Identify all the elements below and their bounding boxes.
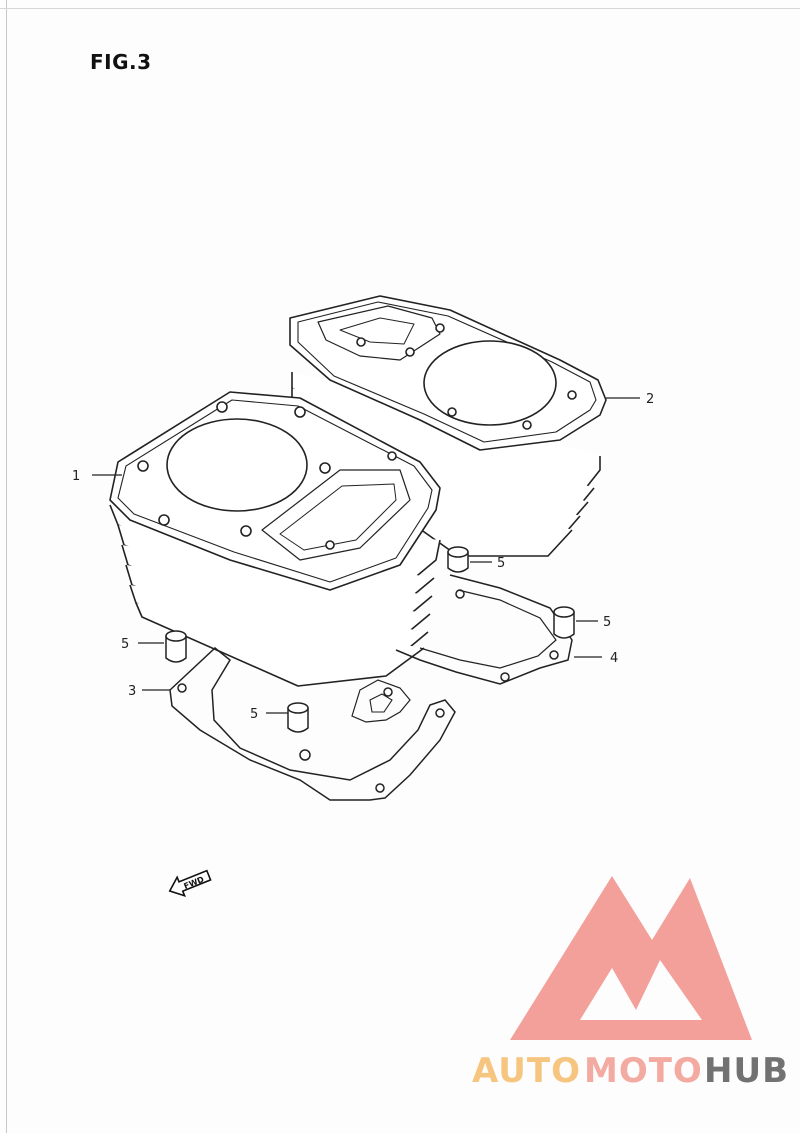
callout-part-1: 1 (72, 469, 80, 484)
callout-part-3: 3 (128, 684, 136, 699)
callout-part-5-c: 5 (497, 556, 505, 571)
dowel-pin-d (287, 702, 309, 733)
forward-direction-arrow-icon: FWD (168, 869, 212, 898)
callout-part-5-b: 5 (250, 707, 258, 722)
dowel-pin-b (553, 606, 575, 639)
front-base-gasket (169, 647, 456, 801)
dowel-pin-c (165, 630, 187, 663)
rear-base-gasket (395, 574, 573, 685)
front-cylinder (109, 391, 441, 687)
watermark-auto: AUTO (472, 1051, 581, 1091)
figure-title: FIG.3 (90, 50, 152, 74)
callout-part-4: 4 (610, 651, 618, 666)
callout-part-2: 2 (646, 392, 654, 407)
page-border-left (6, 0, 7, 1133)
fwd-label: FWD (183, 875, 206, 891)
callouts: 1 2 3 4 5 5 5 5 (72, 392, 654, 722)
watermark-moto: MOTO (584, 1051, 703, 1091)
watermark-hub: HUB (704, 1051, 789, 1091)
leader-lines (92, 397, 640, 714)
callout-part-5-d: 5 (603, 615, 611, 630)
dowel-pin-a (447, 546, 469, 573)
page-border-top (0, 8, 800, 9)
watermark-triangle-mark (510, 876, 752, 1040)
callout-part-5-a: 5 (121, 637, 129, 652)
watermark-logo: AUTO MOTO HUB (472, 876, 789, 1091)
dowel-pins (165, 546, 575, 733)
